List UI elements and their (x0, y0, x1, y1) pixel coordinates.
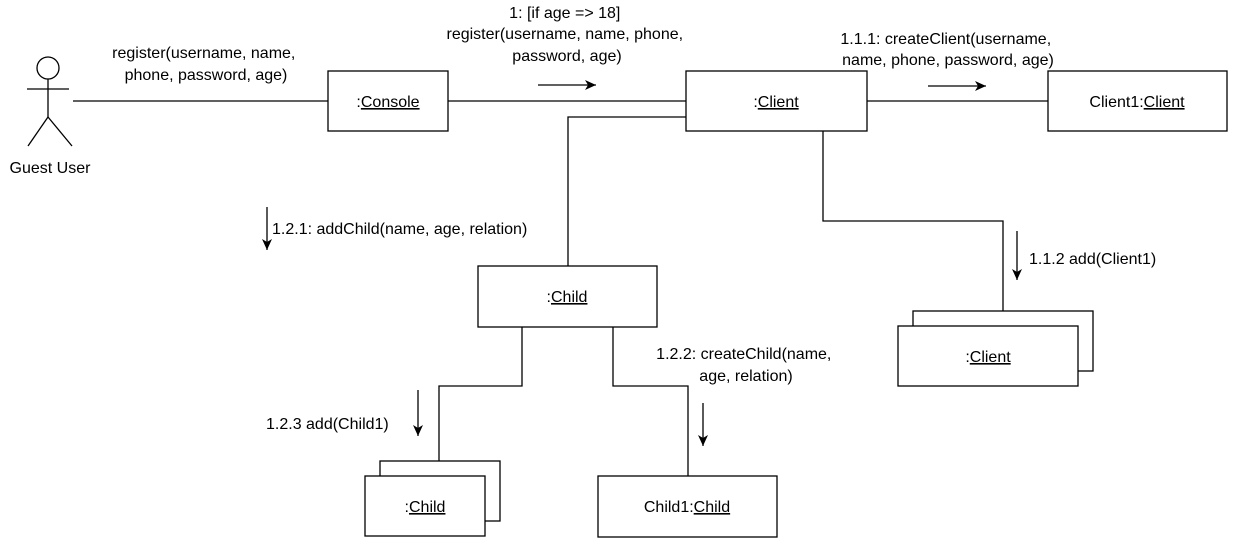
object-prefix: : (965, 349, 969, 366)
guest-user-actor: Guest User (10, 56, 92, 177)
console-object: :Console (327, 70, 449, 132)
svg-text::Client: :Client (753, 94, 799, 111)
svg-text:Child1:Child: Child1:Child (644, 499, 730, 516)
svg-text::Child: :Child (405, 499, 446, 516)
message-create-child: 1.2.2: createChild(name, age, relation) (656, 346, 836, 385)
message-add-child: 1.2.1: addChild(name, age, relation) (272, 221, 527, 238)
link-child-child1 (612, 327, 689, 476)
link-client-clientcollection (822, 131, 1004, 311)
object-prefix: : (356, 94, 360, 111)
child1-object: Child1:Child (597, 475, 778, 538)
object-class: Client (758, 94, 799, 111)
object-class: Child (409, 499, 445, 516)
svg-text:Client1:Client: Client1:Client (1089, 94, 1185, 111)
object-prefix: : (547, 289, 551, 306)
object-class: Client (970, 349, 1011, 366)
object-prefix: Child1: (644, 499, 694, 516)
link-client-child (567, 116, 686, 266)
svg-text::Client: :Client (965, 349, 1011, 366)
message-add-child1: 1.2.3 add(Child1) (266, 416, 389, 433)
svg-text::Child: :Child (547, 289, 588, 306)
object-class: Child (694, 499, 730, 516)
client-object: :Client (685, 70, 868, 132)
object-class: Console (361, 94, 420, 111)
client1-object: Client1:Client (1047, 70, 1228, 132)
message-register-console: 1: [if age => 18] register(username, nam… (446, 5, 687, 65)
object-prefix: : (753, 94, 757, 111)
client-collection-object: :Client (897, 310, 1094, 387)
svg-text::Console: :Console (356, 94, 419, 111)
object-class: Child (551, 289, 587, 306)
message-add-client: 1.1.2 add(Client1) (1029, 251, 1156, 268)
object-prefix: Client1: (1089, 94, 1143, 111)
object-class: Client (1144, 94, 1185, 111)
link-child-childcollection (438, 327, 523, 461)
message-create-client: 1.1.1: createClient(username, name, phon… (840, 31, 1055, 69)
message-arrows (262, 80, 1022, 446)
actor-label: Guest User (10, 160, 92, 177)
child-object: :Child (477, 265, 658, 328)
links (73, 100, 1048, 476)
message-register-actor: register(username, name, phone, password… (112, 45, 300, 84)
object-prefix: : (405, 499, 409, 516)
child-collection-object: :Child (364, 460, 501, 537)
